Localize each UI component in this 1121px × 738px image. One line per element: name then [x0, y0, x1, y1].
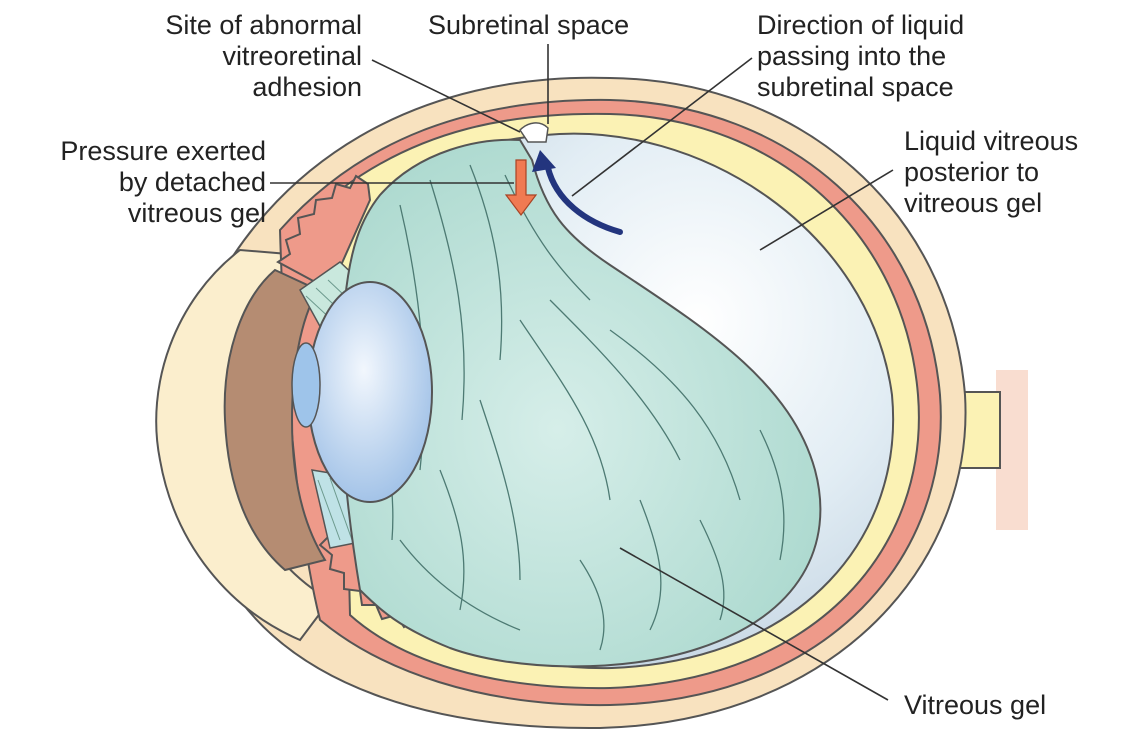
label-subretinal-space: Subretinal space: [428, 10, 629, 41]
label-liquid-vitreous: Liquid vitreous posterior to vitreous ge…: [904, 126, 1078, 219]
label-direction-liquid: Direction of liquid passing into the sub…: [757, 10, 964, 103]
lens: [308, 282, 432, 502]
label-pressure: Pressure exerted by detached vitreous ge…: [0, 136, 266, 229]
label-site-adhesion: Site of abnormal vitreoretinal adhesion: [80, 10, 362, 103]
lens-nucleus: [292, 343, 320, 427]
label-vitreous-gel: Vitreous gel: [904, 690, 1046, 721]
